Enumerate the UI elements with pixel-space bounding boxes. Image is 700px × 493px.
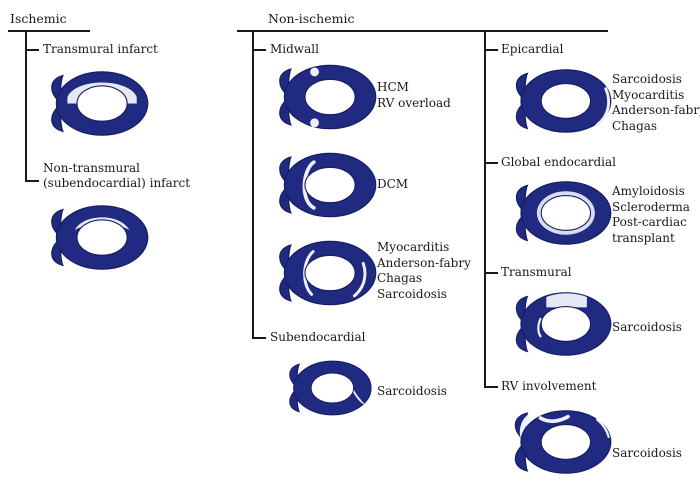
heart-diagram-nontransmural-infarct	[51, 205, 149, 270]
label-nontransmural-line2: (subendocardial) infarct	[43, 176, 191, 190]
nonischemic-header-rule	[237, 30, 608, 32]
ventricular-cavity	[76, 219, 128, 256]
disease-label: DCM	[377, 177, 409, 191]
heart-diagram-transmural-infarct	[51, 71, 149, 136]
ventricular-cavity	[304, 254, 356, 292]
midwall-trunk	[252, 30, 254, 338]
lge-enhancement-septal	[537, 317, 542, 338]
ischemic-branch-2	[25, 180, 39, 182]
epicardial-branch	[484, 49, 498, 51]
heart-diagram-midwall-myocarditis	[279, 240, 377, 306]
midwall-branch	[252, 49, 266, 51]
rv-involvement-branch	[484, 386, 498, 388]
label-transmural-infarct: Transmural infarct	[43, 42, 158, 56]
heart-diagram-epicardial	[515, 69, 612, 133]
heart-diagram-rv-involvement	[514, 410, 612, 474]
ischemic-header-rule	[8, 30, 90, 32]
nonischemic-header: Non-ischemic	[268, 11, 355, 26]
label-rv-involvement: RV involvement	[501, 379, 597, 393]
label-epicardial: Epicardial	[501, 42, 564, 56]
subendocardial-branch	[252, 337, 266, 339]
disease-label: Sarcoidosis	[612, 446, 682, 460]
disease-label: Sarcoidosis	[377, 384, 447, 398]
disease-label: transplant	[612, 230, 675, 245]
label-subendocardial: Subendocardial	[270, 330, 366, 344]
ventricular-cavity	[540, 195, 592, 231]
transmural-branch	[484, 272, 498, 274]
heart-diagram-midwall-dcm	[279, 152, 377, 218]
ventricular-cavity	[310, 372, 355, 404]
ventricular-cavity	[540, 83, 592, 119]
annotation-myocarditis-group: Myocarditis Anderson-fabry Chagas Sarcoi…	[377, 240, 471, 302]
label-transmural: Transmural	[501, 265, 572, 279]
heart-diagram-transmural	[515, 292, 612, 356]
lge-enhancement-lateral	[352, 261, 367, 298]
label-global-endocardial: Global endocardial	[501, 155, 616, 169]
lge-enhancement-lateral	[595, 418, 610, 439]
disease-label: Anderson-fabry	[377, 255, 471, 270]
global-endocardial-branch	[484, 162, 498, 164]
ischemic-branch-1	[25, 49, 39, 51]
disease-label: Chagas	[377, 271, 423, 285]
lge-enhancement-anterior-insertion	[310, 67, 319, 77]
heart-diagram-global-endocardial	[515, 181, 612, 245]
label-nontransmural-line1: Non-transmural	[43, 161, 140, 175]
disease-label: Amyloidosis	[612, 184, 685, 198]
ventricular-cavity	[540, 424, 592, 460]
lge-enhancement-anterior	[546, 293, 587, 308]
disease-label: Post-cardiac	[612, 215, 687, 229]
ischemic-header: Ischemic	[10, 11, 67, 26]
ventricular-cavity	[540, 306, 592, 342]
heart-diagram-subendocardial	[289, 360, 372, 416]
lge-enhancement-inferior-insertion	[310, 118, 319, 128]
lge-enhancement	[595, 87, 611, 127]
disease-label: Scleroderma	[612, 199, 690, 214]
disease-label: Sarcoidosis	[612, 72, 682, 86]
disease-label: Sarcoidosis	[377, 286, 447, 301]
disease-label: Sarcoidosis	[612, 320, 682, 334]
disease-label: Chagas	[612, 118, 658, 133]
annotation-global-endocardial: Amyloidosis Scleroderma Post-cardiac tra…	[612, 184, 690, 246]
disease-label: HCM	[377, 80, 409, 94]
disease-label: Myocarditis	[612, 87, 685, 102]
ventricular-cavity	[76, 85, 128, 122]
annotation-transmural: Sarcoidosis	[612, 320, 682, 336]
ischemic-trunk	[25, 30, 27, 181]
annotation-hcm: HCM RV overload	[377, 80, 451, 111]
ventricular-cavity	[304, 166, 356, 204]
disease-label: RV overload	[377, 95, 451, 110]
disease-label: Anderson-fabry	[612, 103, 700, 117]
label-midwall: Midwall	[270, 42, 319, 56]
annotation-dcm: DCM	[377, 177, 408, 193]
heart-diagram-midwall-hcm	[279, 64, 377, 130]
lge-enhancement-septal	[538, 414, 570, 423]
disease-label: Myocarditis	[377, 240, 450, 254]
annotation-subendocardial: Sarcoidosis	[377, 384, 447, 400]
lge-enhancement-rv	[519, 415, 530, 439]
annotation-rv-involvement: Sarcoidosis	[612, 446, 682, 462]
annotation-epicardial: Sarcoidosis Myocarditis Anderson-fabry C…	[612, 72, 700, 134]
right-trunk	[484, 30, 486, 387]
ventricular-cavity	[304, 78, 356, 116]
